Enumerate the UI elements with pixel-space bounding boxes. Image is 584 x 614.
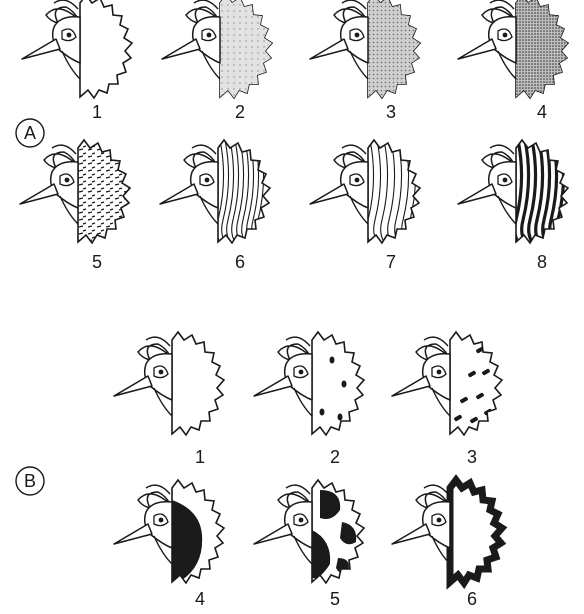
item-label: 4 [537, 102, 547, 122]
bird-a-2 [162, 0, 280, 100]
ruff-pattern [368, 0, 428, 100]
bird-a-4 [458, 0, 576, 100]
item-label: 5 [92, 252, 102, 272]
bird-b-3 [392, 332, 502, 435]
item-label: 2 [235, 102, 245, 122]
bird-a-1 [22, 0, 132, 98]
bird-b-6 [392, 480, 502, 583]
item-label: 2 [330, 447, 340, 467]
item-label: 6 [467, 589, 477, 609]
bird-b-4 [114, 480, 224, 583]
bird-b-1 [114, 332, 224, 435]
panel-letter: B [24, 471, 36, 491]
bird-a-8 [458, 140, 578, 245]
ruff-outline [218, 140, 270, 243]
ruff-outline [172, 332, 224, 435]
bird-a-5 [20, 135, 138, 245]
item-label: 3 [467, 447, 477, 467]
item-label: 1 [195, 447, 205, 467]
item-label: 4 [195, 589, 205, 609]
ruff-pattern [516, 0, 576, 100]
panel-b: B [16, 467, 44, 495]
bird-a-3 [310, 0, 428, 100]
ruff-pattern [220, 0, 280, 100]
ruff-outline [80, 0, 132, 98]
bird-a-6 [160, 140, 270, 245]
bird-b-5 [254, 480, 364, 583]
item-label: 6 [235, 252, 245, 272]
bird-b-2 [254, 332, 364, 435]
panel-a: A [16, 119, 44, 147]
item-label: 5 [330, 589, 340, 609]
item-label: 8 [537, 252, 547, 272]
bird-a-7 [310, 140, 430, 245]
panel-letter: A [24, 123, 36, 143]
item-label: 7 [386, 252, 396, 272]
item-label: 1 [92, 102, 102, 122]
item-label: 3 [386, 102, 396, 122]
ruff-outline [312, 332, 364, 435]
